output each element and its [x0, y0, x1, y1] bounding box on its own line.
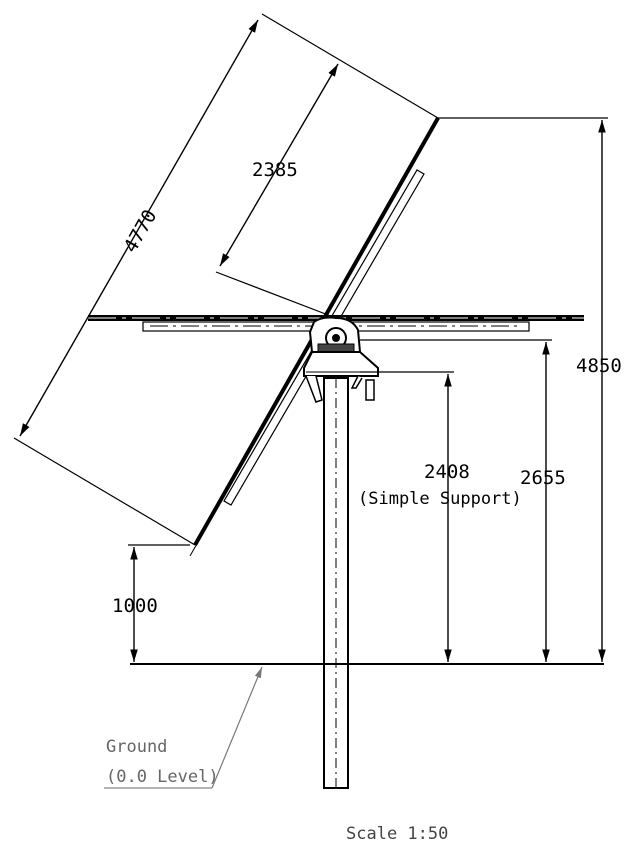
overall-height-label: 4850 — [576, 355, 622, 377]
drive-head — [303, 316, 379, 403]
ground-leader — [104, 666, 263, 789]
scale-label: Scale 1:50 — [346, 824, 448, 844]
dimension-clearance — [128, 544, 190, 662]
support-post — [323, 377, 349, 789]
dimension-overall-height — [438, 117, 608, 662]
ground-label: Ground — [106, 737, 167, 757]
half-length-label: 2385 — [252, 159, 298, 181]
panel-length-label: 4770 — [119, 206, 161, 257]
support-note-label: (Simple Support) — [358, 489, 522, 509]
dimension-pivot-height — [360, 339, 552, 662]
ground-level-label: (0.0 Level) — [106, 767, 219, 787]
dimension-panel-length — [13, 13, 439, 546]
dimension-half-length — [215, 63, 339, 319]
support-height-label: 2408 — [424, 461, 470, 483]
pivot-height-label: 2655 — [520, 467, 566, 489]
dimension-support-height — [360, 371, 454, 662]
clearance-label: 1000 — [112, 595, 158, 617]
